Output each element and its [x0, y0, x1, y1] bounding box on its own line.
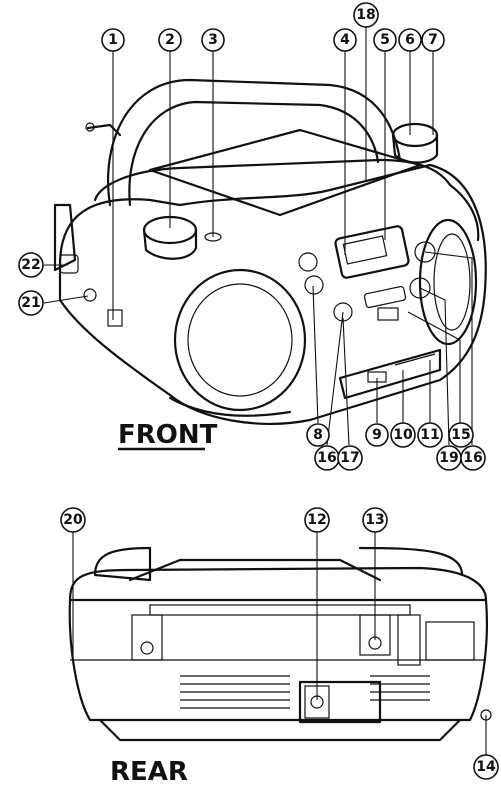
- svg-text:8: 8: [313, 427, 323, 443]
- svg-text:15: 15: [451, 427, 470, 443]
- callout-7: 7: [421, 28, 445, 52]
- svg-text:3: 3: [208, 32, 218, 48]
- callout-19: 19: [436, 445, 462, 471]
- callout-3: 3: [201, 28, 225, 52]
- rear-label: REAR: [110, 757, 188, 785]
- svg-text:1: 1: [108, 32, 118, 48]
- svg-text:16: 16: [317, 450, 336, 466]
- callout-6: 6: [398, 28, 422, 52]
- callout-15: 15: [448, 422, 474, 448]
- callout-8: 8: [306, 423, 330, 447]
- svg-text:10: 10: [393, 427, 413, 443]
- svg-text:18: 18: [356, 7, 375, 23]
- svg-text:12: 12: [307, 512, 326, 528]
- callout-2: 2: [158, 28, 182, 52]
- svg-text:20: 20: [63, 512, 83, 528]
- callout-12: 12: [304, 507, 330, 533]
- svg-text:5: 5: [380, 32, 390, 48]
- callout-17: 17: [337, 445, 363, 471]
- callout-9: 9: [365, 423, 389, 447]
- callout-22: 22: [18, 252, 44, 278]
- svg-text:13: 13: [365, 512, 384, 528]
- svg-text:4: 4: [340, 32, 350, 48]
- svg-text:7: 7: [428, 32, 438, 48]
- svg-text:22: 22: [21, 257, 40, 273]
- callout-18: 18: [353, 2, 379, 28]
- front-view-drawing: FRONT: [53, 78, 487, 451]
- callout-14: 14: [473, 754, 499, 780]
- callout-16-left: 16: [314, 445, 340, 471]
- svg-text:21: 21: [21, 295, 40, 311]
- callout-1: 1: [101, 28, 125, 52]
- svg-text:19: 19: [439, 450, 458, 466]
- front-leader-lines: [43, 27, 473, 446]
- svg-text:14: 14: [476, 759, 496, 775]
- svg-text:6: 6: [405, 32, 415, 48]
- svg-text:9: 9: [372, 427, 382, 443]
- callout-5: 5: [373, 28, 397, 52]
- svg-text:16: 16: [463, 450, 482, 466]
- callout-20: 20: [60, 507, 86, 533]
- callout-13: 13: [362, 507, 388, 533]
- svg-text:17: 17: [340, 450, 359, 466]
- svg-text:2: 2: [165, 32, 175, 48]
- callout-10: 10: [390, 422, 416, 448]
- rear-view-drawing: REAR: [68, 546, 492, 785]
- callout-16-right: 16: [460, 445, 486, 471]
- callout-11: 11: [417, 422, 443, 448]
- svg-text:11: 11: [420, 427, 439, 443]
- front-label: FRONT: [118, 420, 218, 450]
- callout-4: 4: [333, 28, 357, 52]
- rear-leader-lines: [72, 531, 487, 755]
- callout-21: 21: [18, 290, 44, 316]
